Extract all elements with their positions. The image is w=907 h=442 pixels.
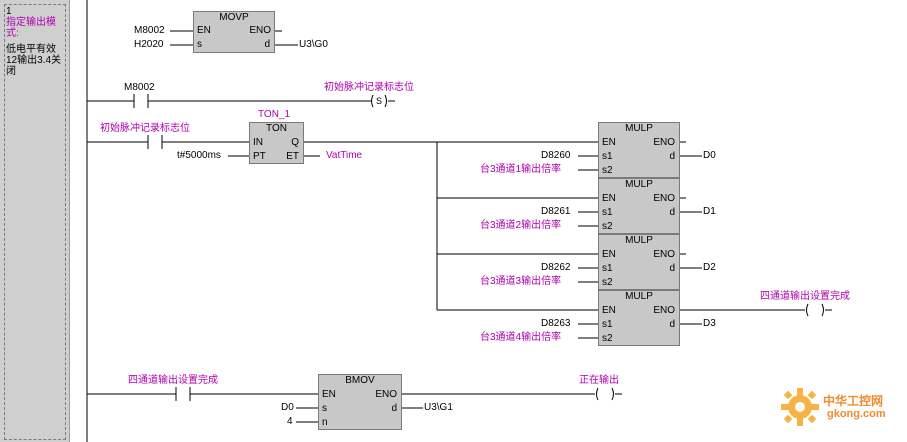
mulp3-src1: D8262 xyxy=(541,262,571,273)
mulp4-src1: D8263 xyxy=(541,318,571,329)
movp-block[interactable]: MOVP EN ENO s d xyxy=(193,11,275,53)
mulp2-dst: D1 xyxy=(703,206,716,217)
mulp-title: MULP xyxy=(625,123,653,134)
mulp2-src1: D8261 xyxy=(541,206,571,217)
bmov-title: BMOV xyxy=(345,375,375,386)
mulp3-src2: 台3通道3输出倍率 xyxy=(480,276,562,287)
bmov-s: s xyxy=(322,403,327,414)
bmov-en: EN xyxy=(322,389,336,400)
ton-in: IN xyxy=(253,137,263,148)
bmov-block[interactable]: BMOV EN ENO s d n xyxy=(318,374,402,430)
movp-title: MOVP xyxy=(219,12,249,23)
comment-line-4: 低电平有效 xyxy=(6,44,56,55)
mulp-s2: s2 xyxy=(602,277,613,288)
watermark-cn: 中华工控网 xyxy=(823,394,884,408)
rung1-source-label: H2020 xyxy=(134,39,164,50)
comment-panel: 1 指定输出模 式: 低电平有效 12输出3.4关 闭 xyxy=(0,0,70,442)
bmov-d: d xyxy=(391,403,397,414)
comment-line-5: 12输出3.4关 xyxy=(6,55,62,66)
mulp4-src2: 台3通道4输出倍率 xyxy=(480,332,562,343)
mulp-d: d xyxy=(669,319,675,330)
rung3-coil-comment: 四通道输出设置完成 xyxy=(760,291,850,302)
mulp-title: MULP xyxy=(625,235,653,246)
mulp1-src2: 台3通道1输出倍率 xyxy=(480,164,562,175)
mulp-d: d xyxy=(669,263,675,274)
rung2-coil-comment: 初始脉冲记录标志位 xyxy=(324,82,414,93)
movp-d: d xyxy=(264,39,270,50)
ton-et: ET xyxy=(286,151,299,162)
mulp-eno: ENO xyxy=(653,305,675,316)
mulp-block-1[interactable]: MULP EN ENO s1 d s2 xyxy=(598,122,680,178)
ton-timer-block[interactable]: TON IN Q PT ET xyxy=(249,122,304,164)
mulp-en: EN xyxy=(602,249,616,260)
mulp-en: EN xyxy=(602,305,616,316)
mulp-title: MULP xyxy=(625,291,653,302)
mulp-en: EN xyxy=(602,193,616,204)
set-coil[interactable]: S xyxy=(376,96,383,106)
comment-box[interactable] xyxy=(4,4,66,440)
mulp-en: EN xyxy=(602,137,616,148)
rung2-contact-label: M8002 xyxy=(124,82,155,93)
mulp4-dst: D3 xyxy=(703,318,716,329)
mulp1-dst: D0 xyxy=(703,150,716,161)
mulp-block-4[interactable]: MULP EN ENO s1 d s2 xyxy=(598,290,680,346)
mulp-eno: ENO xyxy=(653,137,675,148)
mulp1-src1: D8260 xyxy=(541,150,571,161)
movp-eno: ENO xyxy=(249,25,271,36)
rung4-contact-comment: 四通道输出设置完成 xyxy=(128,375,218,386)
rung3-contact-comment: 初始脉冲记录标志位 xyxy=(100,123,190,134)
rung4-coil-comment: 正在输出 xyxy=(579,375,619,386)
mulp-s1: s1 xyxy=(602,319,613,330)
comment-line-6: 闭 xyxy=(6,66,16,77)
mulp2-src2: 台3通道2输出倍率 xyxy=(480,220,562,231)
mulp-d: d xyxy=(669,207,675,218)
mulp-title: MULP xyxy=(625,179,653,190)
ton-q: Q xyxy=(291,137,299,148)
bmov-eno: ENO xyxy=(375,389,397,400)
timer-instance-name: TON_1 xyxy=(258,109,291,120)
mulp-d: d xyxy=(669,151,675,162)
comment-line-1: 1 xyxy=(6,6,12,17)
mulp-block-3[interactable]: MULP EN ENO s1 d s2 xyxy=(598,234,680,290)
mulp-block-2[interactable]: MULP EN ENO s1 d s2 xyxy=(598,178,680,234)
mulp-s2: s2 xyxy=(602,221,613,232)
rung1-contact-label: M8002 xyxy=(134,25,165,36)
ton-title: TON xyxy=(266,123,287,134)
ton-pt: PT xyxy=(253,151,266,162)
bmov-n: n xyxy=(322,417,328,428)
mulp-s1: s1 xyxy=(602,263,613,274)
watermark: 中华工控网 gkong.com xyxy=(773,380,903,434)
watermark-en: gkong.com xyxy=(827,408,886,420)
bmov-count: 4 xyxy=(287,416,293,427)
comment-line-2: 指定输出模 xyxy=(6,17,56,28)
mulp-eno: ENO xyxy=(653,249,675,260)
timer-preset: t#5000ms xyxy=(177,150,221,161)
bmov-src: D0 xyxy=(281,402,294,413)
rung1-destination-label: U3\G0 xyxy=(299,39,328,50)
mulp-s1: s1 xyxy=(602,207,613,218)
timer-elapsed-var: VatTime xyxy=(326,150,363,161)
movp-s: s xyxy=(197,39,202,50)
movp-en: EN xyxy=(197,25,211,36)
gear-icon xyxy=(781,388,819,426)
mulp-s1: s1 xyxy=(602,151,613,162)
mulp-eno: ENO xyxy=(653,193,675,204)
mulp-s2: s2 xyxy=(602,165,613,176)
comment-line-3: 式: xyxy=(6,28,19,39)
bmov-dst: U3\G1 xyxy=(424,402,453,413)
mulp-s2: s2 xyxy=(602,333,613,344)
mulp3-dst: D2 xyxy=(703,262,716,273)
